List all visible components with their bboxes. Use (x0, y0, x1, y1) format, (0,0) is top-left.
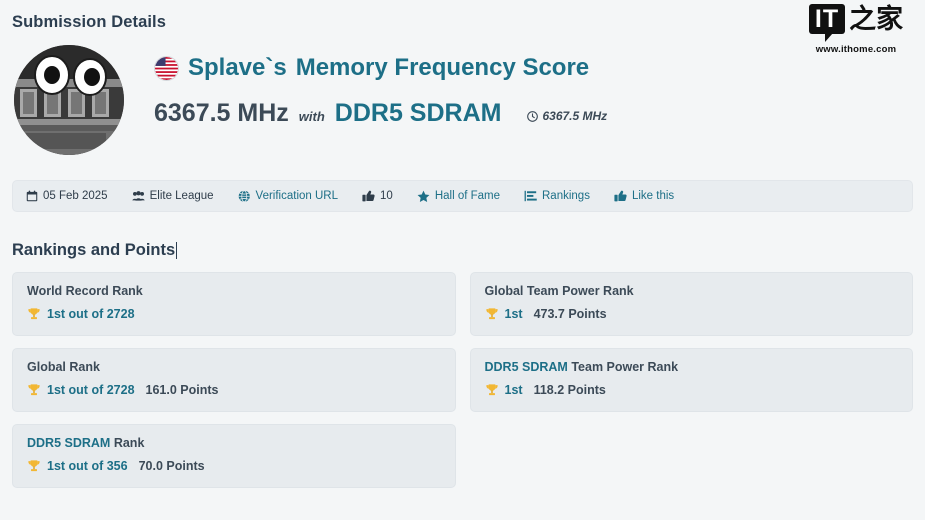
rank-card-title-text: Global Rank (27, 360, 100, 374)
rank-card-hardware[interactable]: DDR5 SDRAM Rank 1st out of 356 70.0 Poin… (12, 424, 456, 488)
rankings-section-title: Rankings and Points (0, 212, 178, 260)
hardware-link[interactable]: DDR5 SDRAM (334, 99, 502, 127)
clock-icon (527, 111, 539, 122)
rank-card-body: 1st 118.2 Points (485, 383, 899, 397)
rank-card-hardware-link[interactable]: DDR5 SDRAM (484, 360, 568, 374)
ithome-watermark: IT 之家 www.ithome.com (795, 4, 917, 55)
meta-item-like-this[interactable]: Like this (614, 190, 674, 203)
avatar (14, 45, 124, 155)
score-clock-group: 6367.5 MHz (527, 109, 607, 123)
rank-card-body: 1st out of 356 70.0 Points (27, 459, 441, 473)
rank-card-hardware-team-power[interactable]: DDR5 SDRAM Team Power Rank 1st 118.2 Poi… (469, 348, 913, 412)
meta-date-label: 05 Feb 2025 (43, 190, 108, 202)
rank-card-title-text: World Record Rank (27, 284, 143, 298)
gold-trophy-icon (27, 383, 41, 397)
rank-card-title-text: Rank (113, 436, 145, 450)
rank-card-placeholder (470, 424, 914, 488)
meta-rankings-label: Rankings (542, 190, 590, 202)
meta-item-likes-count: 10 (362, 190, 393, 203)
rank-card-title: Global Team Power Rank (485, 284, 899, 298)
rank-value-link[interactable]: 1st out of 356 (47, 459, 128, 473)
gold-trophy-icon (485, 307, 499, 321)
rank-card-title: DDR5 SDRAM Team Power Rank (485, 360, 899, 374)
ithome-logo-mark: IT 之家 (795, 4, 917, 42)
score-with-label: with (298, 109, 325, 124)
thumbs-up-icon (362, 190, 375, 203)
rank-value-link[interactable]: 1st (504, 383, 523, 397)
gold-trophy-icon (27, 307, 41, 321)
rank-points: 473.7 Points (533, 307, 607, 321)
meta-league-label: Elite League (149, 190, 214, 202)
meta-verification-label: Verification URL (255, 190, 339, 202)
star-icon (417, 190, 430, 203)
thumbs-up-icon (614, 190, 627, 203)
clock-frequency-value: 6367.5 MHz (542, 108, 608, 123)
meta-likes-label: 10 (380, 190, 393, 202)
submission-meta-bar: 05 Feb 2025 Elite League (12, 180, 913, 212)
rankings-chart-icon (524, 190, 537, 203)
meta-item-rankings[interactable]: Rankings (524, 190, 590, 203)
globe-icon (238, 190, 251, 203)
meta-item-date: 05 Feb 2025 (25, 190, 108, 203)
rank-card-title: World Record Rank (27, 284, 441, 298)
rank-card-global-team-power[interactable]: Global Team Power Rank 1st 473.7 Points (469, 272, 913, 336)
ram-module-googly-eyes-avatar (14, 45, 124, 155)
text-cursor (176, 242, 178, 259)
score-value: 6367.5 MHz (154, 99, 289, 127)
rank-card-title: DDR5 SDRAM Rank (27, 436, 441, 450)
rank-card-title: Global Rank (27, 360, 441, 374)
rank-value-link[interactable]: 1st out of 2728 (47, 307, 135, 321)
rank-card-body: 1st 473.7 Points (485, 307, 899, 321)
rank-card-global[interactable]: Global Rank 1st out of 2728 161.0 Points (12, 348, 456, 412)
page-title: Submission Details (12, 13, 167, 31)
rank-value-link[interactable]: 1st (504, 307, 523, 321)
ithome-url-text: www.ithome.com (815, 44, 897, 55)
meta-hall-of-fame-label: Hall of Fame (434, 190, 500, 202)
rank-card-title-text: Team Power Rank (571, 360, 679, 374)
rank-card-world-record[interactable]: World Record Rank 1st out of 2728 (12, 272, 456, 336)
rank-value-link[interactable]: 1st out of 2728 (47, 383, 135, 397)
us-flag-icon (154, 55, 179, 81)
rank-card-body: 1st out of 2728 161.0 Points (27, 383, 441, 397)
submission-hero: Splave`s Memory Frequency Score 6367.5 M… (0, 32, 925, 155)
ithome-chinese-mark: 之家 (849, 4, 904, 34)
rank-card-title-text: Global Team Power Rank (484, 284, 634, 298)
rank-card-body: 1st out of 2728 (27, 307, 441, 321)
submission-score-row: 6367.5 MHz with DDR5 SDRAM 6367.5 MHz (154, 99, 607, 128)
submission-title-text: Memory Frequency Score (295, 54, 590, 81)
meta-item-league: Elite League (131, 190, 214, 203)
submission-username[interactable]: Splave`s (188, 54, 287, 81)
hero-text-block: Splave`s Memory Frequency Score 6367.5 M… (124, 45, 607, 128)
calendar-icon (25, 190, 38, 203)
rank-points: 161.0 Points (145, 383, 219, 397)
meta-item-verification-url[interactable]: Verification URL (238, 190, 338, 203)
users-icon (131, 190, 145, 203)
ithome-it-badge: IT (808, 4, 846, 42)
rankings-section-label: Rankings and Points (12, 241, 176, 259)
gold-trophy-icon (27, 459, 41, 473)
rank-points: 118.2 Points (533, 383, 606, 397)
rank-card-hardware-link[interactable]: DDR5 SDRAM (27, 436, 111, 450)
submission-title-row: Splave`s Memory Frequency Score (154, 54, 607, 82)
meta-like-this-label: Like this (631, 190, 675, 202)
meta-item-hall-of-fame[interactable]: Hall of Fame (417, 190, 500, 203)
rank-points: 70.0 Points (138, 459, 205, 473)
rankings-cards-grid: World Record Rank 1st out of 2728 Global… (12, 272, 913, 488)
gold-trophy-icon (485, 383, 499, 397)
